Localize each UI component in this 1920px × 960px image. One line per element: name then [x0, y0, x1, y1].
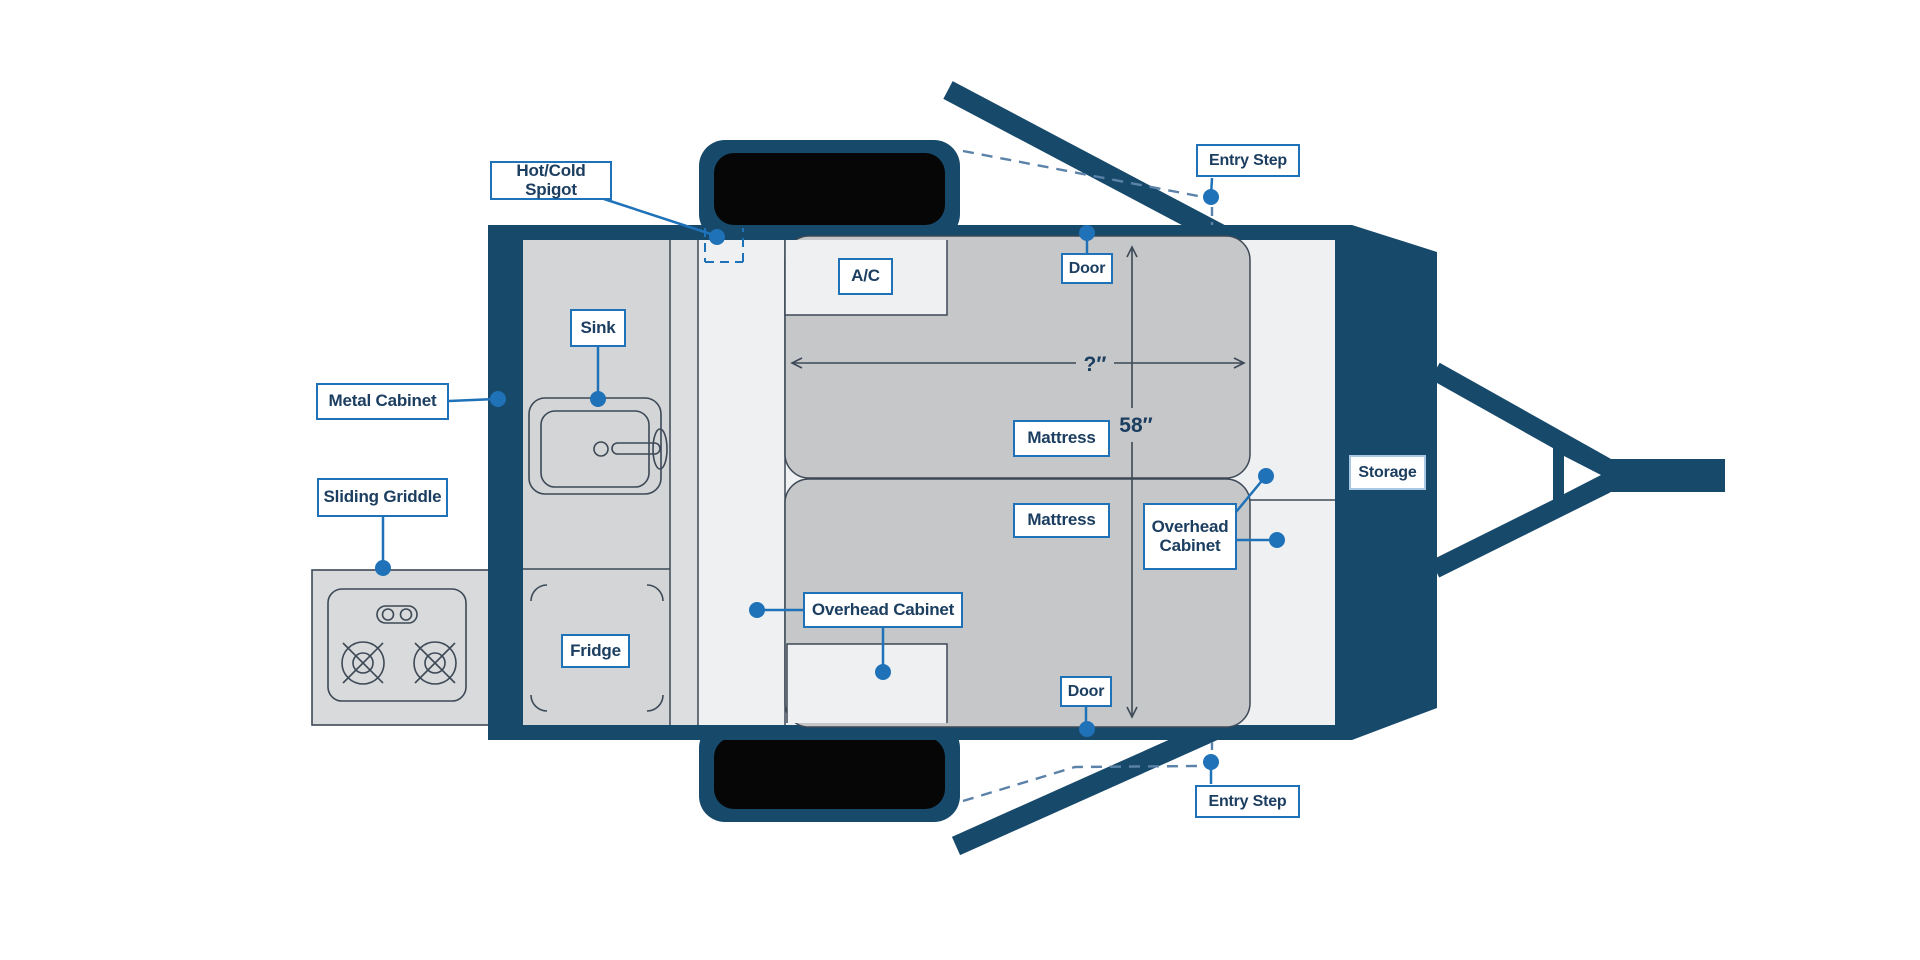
label-door-top: Door	[1061, 253, 1113, 284]
label-entry-step-bottom: Entry Step	[1195, 785, 1300, 818]
label-overhead-cabinet-bottom: Overhead Cabinet	[803, 592, 963, 628]
dimension-length	[790, 357, 1246, 369]
label-entry-step-top: Entry Step	[1196, 144, 1300, 177]
label-hot-cold-spigot: Hot/Cold Spigot	[490, 161, 612, 200]
open-door-bottom	[951, 717, 1227, 856]
label-overhead-cabinet-right: Overhead Cabinet	[1143, 503, 1237, 570]
dimension-width-value: 58″	[1119, 414, 1152, 437]
burner-left	[341, 641, 385, 685]
label-mattress-bottom: Mattress	[1013, 503, 1110, 538]
dimension-length-value: ?″	[1084, 353, 1107, 376]
leader-dots	[375, 189, 1285, 770]
dimension-width	[1126, 245, 1138, 719]
wheel-top	[699, 140, 960, 240]
label-door-bottom: Door	[1060, 676, 1112, 707]
fridge-footprint	[530, 584, 664, 712]
label-ac: A/C	[838, 258, 893, 295]
open-door-top	[943, 81, 1229, 245]
burner-right	[413, 641, 457, 685]
wheel-bottom	[699, 722, 960, 822]
label-fridge: Fridge	[561, 634, 630, 668]
sliding-griddle-unit	[311, 569, 503, 726]
label-metal-cabinet: Metal Cabinet	[316, 383, 449, 420]
spigot-marker	[704, 228, 744, 263]
label-sink: Sink	[570, 309, 626, 347]
counter-edge-strip	[670, 240, 698, 725]
label-storage: Storage	[1349, 455, 1426, 490]
overhead-cabinet-bottom-area	[786, 643, 948, 723]
hitch-coupler	[1604, 459, 1725, 492]
label-sliding-griddle: Sliding Griddle	[317, 478, 448, 517]
interior: ?″ 58″	[523, 235, 1335, 728]
trailer-tongue	[1430, 362, 1725, 578]
label-mattress-top: Mattress	[1013, 420, 1110, 457]
